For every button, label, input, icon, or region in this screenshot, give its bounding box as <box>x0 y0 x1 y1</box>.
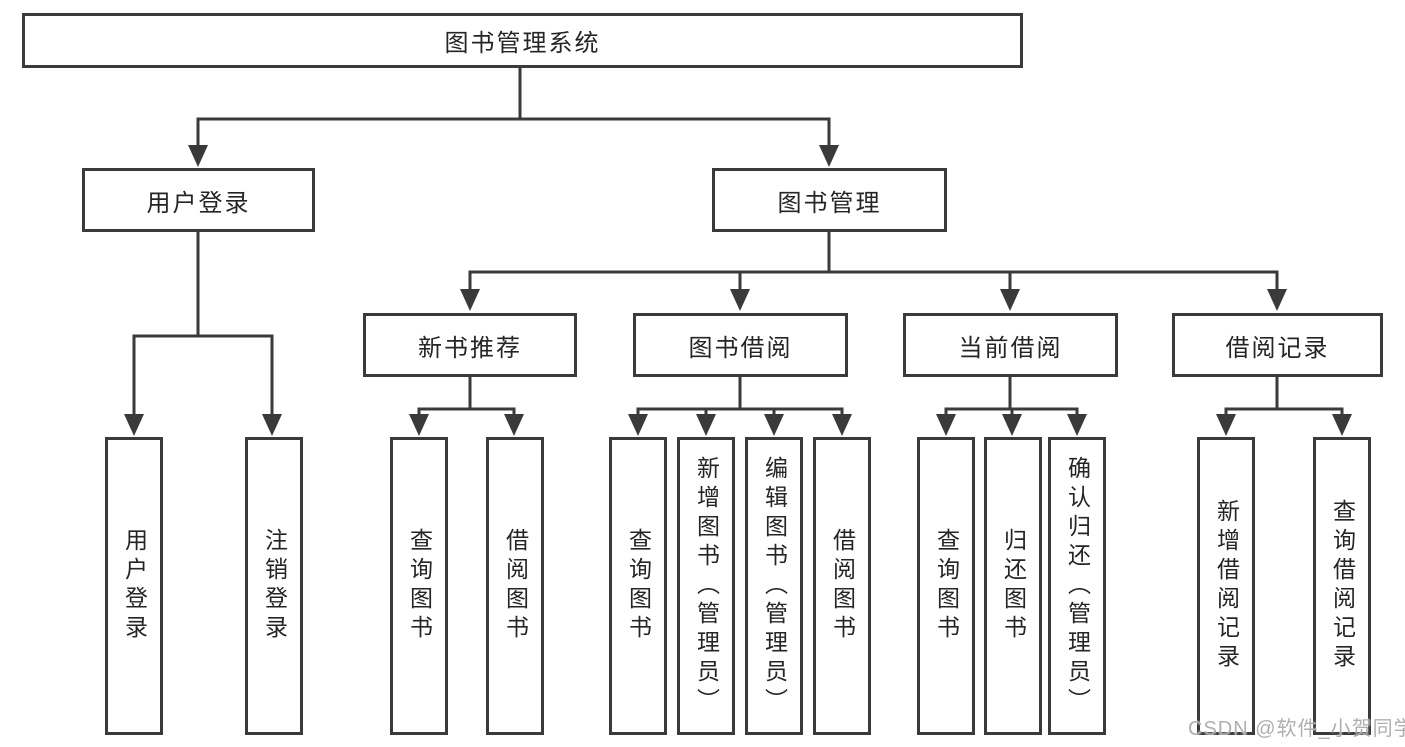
node-library-management-system: 图书管理系统 <box>22 13 1023 68</box>
leaf-query-books-borrow: 查询图书 <box>609 437 667 735</box>
node-label: 用户登录 <box>121 528 148 644</box>
node-label: 查询图书 <box>625 528 652 644</box>
node-new-book-recommend: 新书推荐 <box>363 313 577 377</box>
leaf-user-login: 用户登录 <box>105 437 163 735</box>
node-label: 借阅图书 <box>829 528 856 644</box>
node-label: 新增借阅记录 <box>1213 499 1240 673</box>
leaf-borrow-books-recommend: 借阅图书 <box>486 437 544 735</box>
node-user-login: 用户登录 <box>82 168 315 232</box>
leaf-borrow-books: 借阅图书 <box>813 437 871 735</box>
node-label: 查询图书 <box>406 528 433 644</box>
node-label: 用户登录 <box>146 189 251 217</box>
leaf-add-borrow-record: 新增借阅记录 <box>1197 437 1255 735</box>
node-label: 注销登录 <box>261 528 288 644</box>
node-label: 新书推荐 <box>418 334 522 362</box>
leaf-query-borrow-record: 查询借阅记录 <box>1313 437 1371 735</box>
leaf-query-books-current: 查询图书 <box>917 437 975 735</box>
node-label: 确认归还（管理员） <box>1064 455 1091 717</box>
node-label: 当前借阅 <box>958 334 1063 362</box>
leaf-return-books: 归还图书 <box>984 437 1042 735</box>
node-label: 借阅记录 <box>1225 334 1330 362</box>
leaf-logout: 注销登录 <box>245 437 303 735</box>
node-label: 查询图书 <box>933 528 960 644</box>
node-label: 查询借阅记录 <box>1329 499 1356 673</box>
node-label: 图书管理 <box>777 189 882 217</box>
leaf-add-books-admin: 新增图书（管理员） <box>677 437 735 735</box>
node-borrow-records: 借阅记录 <box>1172 313 1383 377</box>
node-label: 图书借阅 <box>688 334 793 362</box>
node-book-borrow: 图书借阅 <box>633 313 848 377</box>
node-label: 图书管理系统 <box>444 30 601 57</box>
leaf-query-books-recommend: 查询图书 <box>390 437 448 735</box>
leaf-edit-books-admin: 编辑图书（管理员） <box>745 437 803 735</box>
node-label: 借阅图书 <box>502 528 529 644</box>
node-label: 编辑图书（管理员） <box>761 455 788 717</box>
node-current-borrow: 当前借阅 <box>903 313 1118 377</box>
node-book-management: 图书管理 <box>712 168 947 232</box>
node-label: 新增图书（管理员） <box>693 455 720 717</box>
csdn-watermark: CSDN @软件_小贺同学 <box>1188 718 1405 740</box>
node-label: 归还图书 <box>1000 528 1027 644</box>
leaf-confirm-return-admin: 确认归还（管理员） <box>1048 437 1106 735</box>
